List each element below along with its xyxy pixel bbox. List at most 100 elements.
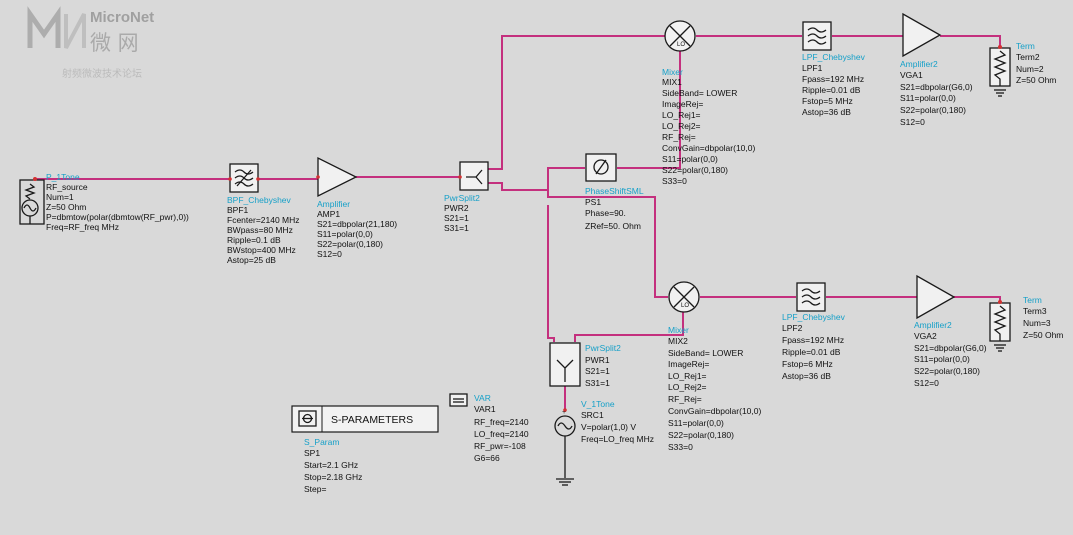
component-param: MIX1 — [662, 77, 682, 87]
component-param: Step= — [304, 484, 326, 494]
component-param: Ripple=0.01 dB — [782, 347, 841, 357]
component-param: S11=polar(0,0) — [317, 229, 373, 239]
component-type: Amplifier2 — [914, 320, 952, 330]
component-param: Start=2.1 GHz — [304, 460, 358, 470]
component-param: ImageRej= — [662, 99, 703, 109]
component-param: Z=50 Ohm — [46, 202, 86, 212]
ps1-component[interactable]: PhaseShiftSML PS1 Phase=90. ZRef=50. Ohm — [585, 153, 644, 231]
component-param: SP1 — [304, 448, 320, 458]
component-param: S22=polar(0,180) — [662, 165, 728, 175]
component-param: Astop=36 dB — [782, 371, 831, 381]
component-param: S21=dbpolar(21,180) — [317, 219, 397, 229]
component-type: BPF_Chebyshev — [227, 195, 292, 205]
source-icon — [19, 177, 45, 225]
component-param: S21=dbpolar(G6,0) — [914, 343, 987, 353]
component-param: S11=polar(0,0) — [662, 154, 718, 164]
wire — [940, 35, 1001, 47]
component-param: VGA1 — [900, 70, 923, 80]
pins — [228, 175, 567, 412]
component-param: G6=66 — [474, 453, 500, 463]
component-type: PwrSplit2 — [585, 343, 621, 353]
component-type: LPF_Chebyshev — [782, 312, 846, 322]
bpf1-component[interactable]: BPF_Chebyshev BPF1 Fcenter=2140 MHz BWpa… — [227, 163, 300, 265]
component-type: Term — [1016, 41, 1035, 51]
term3-component[interactable]: Term Term3 Num=3 Z=50 Ohm — [989, 295, 1063, 352]
component-param: BWpass=80 MHz — [227, 225, 293, 235]
component-param: SideBand= LOWER — [662, 88, 737, 98]
filter-icon — [229, 163, 259, 193]
component-type: Amplifier — [317, 199, 350, 209]
component-param: Z=50 Ohm — [1023, 330, 1063, 340]
sparam-title: S-PARAMETERS — [331, 414, 413, 426]
mix1-component[interactable]: LO Mixer MIX1 SideBand= LOWER ImageRej= … — [662, 20, 755, 186]
wire — [574, 306, 684, 342]
component-param: ImageRej= — [668, 359, 709, 369]
component-param: PWR1 — [585, 355, 610, 365]
component-param: Num=2 — [1016, 64, 1044, 74]
amplifier-icon — [317, 156, 358, 198]
filter-icon — [796, 282, 826, 312]
watermark-brand: MicroNet — [90, 9, 154, 26]
component-param: Ripple=0.01 dB — [802, 85, 861, 95]
component-param: AMP1 — [317, 209, 340, 219]
vga2-component[interactable]: Amplifier2 VGA2 S21=dbpolar(G6,0) S11=po… — [914, 274, 987, 388]
component-param: Freq=LO_freq MHz — [581, 434, 654, 444]
component-param: ZRef=50. Ohm — [585, 221, 641, 231]
sp1-component[interactable]: S-PARAMETERS S_Param SP1 Start=2.1 GHz S… — [291, 405, 439, 494]
component-param: LPF2 — [782, 323, 803, 333]
amp1-component[interactable]: Amplifier AMP1 S21=dbpolar(21,180) S11=p… — [317, 156, 397, 259]
p-1tone-source[interactable]: P_1Tone RF_source Num=1 Z=50 Ohm P=dbmto… — [19, 172, 189, 232]
component-param: S12=0 — [317, 249, 342, 259]
component-param: Ripple=0.1 dB — [227, 235, 281, 245]
pwr2-component[interactable]: PwrSplit2 PWR2 S21=1 S31=1 — [444, 161, 489, 233]
component-param: Fpass=192 MHz — [782, 335, 844, 345]
pwr1-component[interactable]: PwrSplit2 PWR1 S21=1 S31=1 — [549, 342, 621, 388]
watermark-cn: 微 网 — [90, 31, 139, 55]
var1-component[interactable]: VAR VAR1 RF_freq=2140 LO_freq=2140 RF_pw… — [449, 393, 529, 463]
wire — [954, 296, 1001, 302]
component-param: S11=polar(0,0) — [914, 354, 970, 364]
component-param: RF_freq=2140 — [474, 417, 529, 427]
component-param: S33=0 — [668, 442, 693, 452]
termination-icon — [989, 45, 1011, 97]
component-param: S12=0 — [914, 378, 939, 388]
component-param: Astop=36 dB — [802, 107, 851, 117]
src1-component[interactable]: + V_1Tone SRC1 V=polar(1,0) V Freq=LO_fr… — [554, 399, 654, 486]
var-block-icon — [449, 393, 468, 407]
component-param: S22=polar(0,180) — [914, 366, 980, 376]
mix2-component[interactable]: LO Mixer MIX2 SideBand= LOWER ImageRej= … — [668, 281, 761, 452]
component-param: S22=polar(0,180) — [317, 239, 383, 249]
wire — [547, 167, 585, 197]
component-param: S21=dbpolar(G6,0) — [900, 82, 973, 92]
term2-component[interactable]: Term Term2 Num=2 Z=50 Ohm — [989, 41, 1056, 97]
wire — [488, 35, 665, 170]
component-param: LO_Rej2= — [662, 121, 701, 131]
component-param: PS1 — [585, 197, 601, 207]
component-type: Mixer — [662, 67, 683, 77]
lpf1-component[interactable]: LPF_Chebyshev LPF1 Fpass=192 MHz Ripple=… — [802, 21, 866, 117]
component-param: RF_pwr=-108 — [474, 441, 526, 451]
component-param: ConvGain=dbpolar(10,0) — [668, 406, 761, 416]
watermark-logo-icon — [27, 6, 86, 49]
watermark: MicroNet 微 网 射频微波技术论坛 — [27, 6, 154, 80]
mixer-icon: LO — [668, 281, 700, 313]
component-param: VAR1 — [474, 404, 496, 414]
phase-shifter-icon — [585, 153, 617, 182]
svg-text:LO: LO — [677, 42, 685, 48]
component-param: Term3 — [1023, 306, 1047, 316]
component-param: SRC1 — [581, 410, 604, 420]
vga1-component[interactable]: Amplifier2 VGA1 S21=dbpolar(G6,0) S11=po… — [900, 12, 973, 127]
lpf2-component[interactable]: LPF_Chebyshev LPF2 Fpass=192 MHz Ripple=… — [782, 282, 846, 381]
source-icon: + — [554, 409, 576, 478]
component-param: LO_freq=2140 — [474, 429, 529, 439]
component-param: VGA2 — [914, 331, 937, 341]
component-param: S21=1 — [444, 213, 469, 223]
power-splitter-icon — [459, 161, 489, 191]
component-param: S12=0 — [900, 117, 925, 127]
component-param: LO_Rej2= — [668, 382, 707, 392]
component-param: Z=50 Ohm — [1016, 75, 1056, 85]
component-param: S31=1 — [444, 223, 469, 233]
ground-icon — [556, 478, 574, 486]
